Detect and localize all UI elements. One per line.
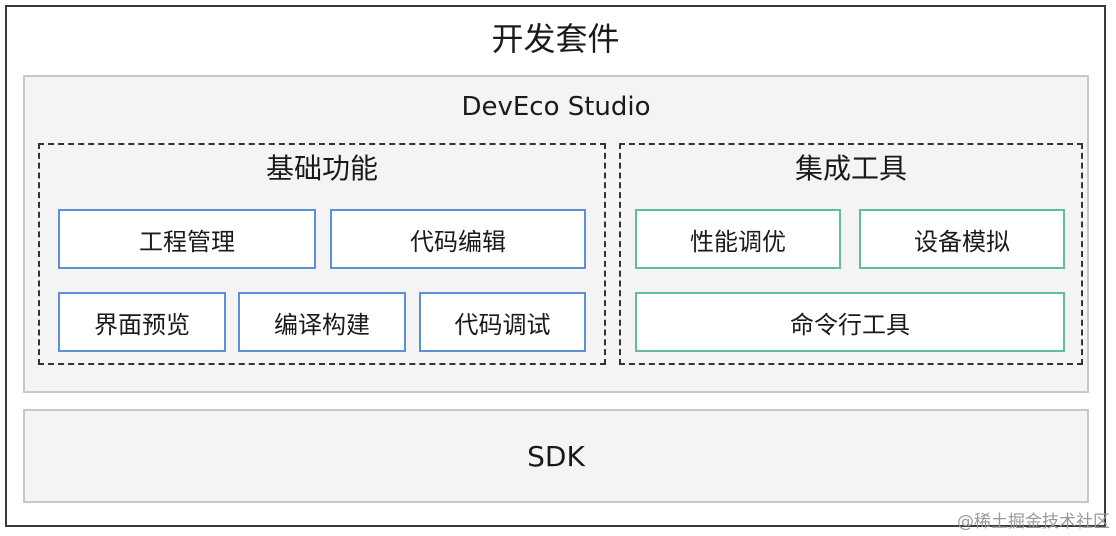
performance-tuning-box: 性能调优 [635,209,841,269]
dev-kit-title: 开发套件 [491,20,620,58]
basic-features-title: 基础功能 [265,152,378,185]
code-editing-box: 代码编辑 [330,209,586,269]
device-emulator-box: 设备模拟 [859,209,1065,269]
dev-kit-frame: 开发套件 DevEco Studio 基础功能 工程管理 代码编辑 界面预览 编… [5,5,1106,527]
deveco-studio-title: DevEco Studio [461,92,651,122]
ui-preview-box: 界面预览 [58,292,226,352]
sdk-panel: SDK [23,409,1089,503]
integrated-tools-group: 集成工具 性能调优 设备模拟 命令行工具 [619,143,1083,365]
basic-features-group: 基础功能 工程管理 代码编辑 界面预览 编译构建 代码调试 [38,143,606,365]
project-management-box: 工程管理 [58,209,316,269]
watermark-text: @稀土掘金技术社区 [957,512,1110,532]
command-line-tools-box: 命令行工具 [635,292,1065,352]
integrated-tools-title: 集成工具 [794,152,907,185]
code-debugging-box: 代码调试 [419,292,586,352]
deveco-studio-panel: DevEco Studio 基础功能 工程管理 代码编辑 界面预览 编译构建 代… [23,75,1089,393]
build-box: 编译构建 [238,292,406,352]
